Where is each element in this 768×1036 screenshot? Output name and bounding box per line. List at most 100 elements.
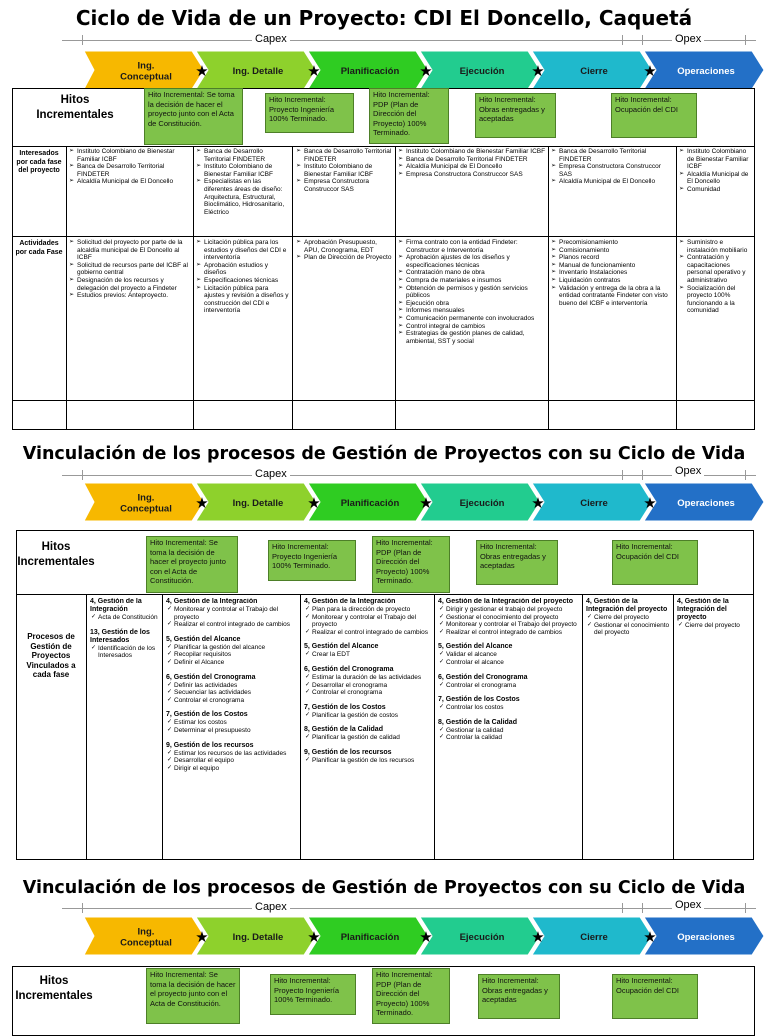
phase-label: Planificación: [341, 66, 400, 77]
process-group: 8, Gestión de la CalidadGestionar la cal…: [438, 719, 580, 742]
capex-line: [62, 40, 632, 41]
process-group: 4, Gestión de la Integración del proyect…: [586, 598, 670, 637]
list-item: Alcaldía Municipal de El Doncello: [69, 178, 191, 186]
capex-label: Capex: [252, 901, 290, 913]
phase-chevron: Cierre: [531, 50, 653, 90]
milestone-box: Hito Incremental: PDP (Plan de Dirección…: [369, 88, 449, 144]
list-item: Alcaldía Municipal de El Doncello: [398, 163, 546, 171]
process-group: 9, Gestión de los recursosPlanificar la …: [304, 749, 432, 765]
list-item: Comunidad: [679, 186, 753, 194]
capex-label: Capex: [252, 468, 290, 480]
milestone-box: Hito Incremental: Se toma la decisión de…: [146, 968, 240, 1024]
process-item: Realizar el control integrado de cambios: [438, 629, 580, 637]
process-item: Gestionar el conocimiento del proyecto: [586, 622, 670, 637]
list-item: Licitación pública para los estudios y d…: [196, 239, 290, 262]
star-icon: ★: [419, 494, 432, 512]
process-group: 5, Gestión del AlcanceCrear la EDT: [304, 643, 432, 659]
process-item: Cierre del proyecto: [586, 614, 670, 622]
table-cell: Instituto Colombiano de Bienestar Famili…: [398, 148, 546, 178]
process-item: Gestionar el conocimiento del proyecto: [438, 614, 580, 622]
process-heading: 6, Gestión del Cronograma: [438, 673, 528, 681]
star-icon: ★: [195, 494, 208, 512]
section-title: Vinculación de los procesos de Gestión d…: [22, 878, 746, 898]
star-icon: ★: [307, 62, 320, 80]
process-item: Dirigir y gestionar el trabajo del proye…: [438, 606, 580, 614]
hitos-label: Hitos Incrementales: [17, 541, 95, 568]
process-group: 6, Gestión del CronogramaDefinir las act…: [166, 674, 298, 705]
list-item: Banca de Desarrollo Territorial FINDETER: [196, 148, 290, 163]
star-icon: ★: [531, 62, 544, 80]
process-item: Acta de Constitución: [90, 614, 160, 622]
process-group: 13, Gestión de los InteresadosIdentifica…: [90, 629, 160, 660]
list-item: Comisionamiento: [551, 247, 675, 255]
process-item: Estimar los costos: [166, 719, 298, 727]
process-heading: 4, Gestión de la Integración: [304, 598, 396, 605]
phase-chevron: Ejecución: [419, 916, 541, 956]
process-group: 6, Gestión del CronogramaControlar el cr…: [438, 674, 580, 690]
list-item: Alcaldía Municipal de El Doncello: [551, 178, 675, 186]
phase-label: Ing. Detalle: [233, 932, 284, 943]
process-item: Planificar la gestión del alcance: [166, 644, 298, 652]
table-cell: Licitación pública para los estudios y d…: [196, 239, 290, 315]
process-item: Secuenciar las actividades: [166, 689, 298, 697]
panel-lifecycle: Ciclo de Vida de un Proyecto: CDI El Don…: [0, 0, 768, 432]
list-item: Contratación y capacitaciones personal o…: [679, 254, 753, 284]
list-item: Precomisionamiento: [551, 239, 675, 247]
process-heading: 13, Gestión de los Interesados: [90, 628, 150, 644]
list-item: Estrategias de gestión planes de calidad…: [398, 330, 546, 345]
phase-label: Conceptual: [120, 938, 172, 949]
process-heading: 8, Gestión de la Calidad: [438, 718, 517, 726]
process-heading: 9, Gestión de los recursos: [166, 741, 254, 749]
list-item: Banca de Desarrollo Territorial FINDETER: [296, 148, 393, 163]
list-item: Validación y entrega de la obra a la ent…: [551, 285, 675, 308]
process-group: 6, Gestión del CronogramaEstimar la dura…: [304, 666, 432, 697]
list-item: Solicitud del proyecto por parte de la a…: [69, 239, 191, 262]
process-group: 4, Gestión de la IntegraciónPlan para la…: [304, 598, 432, 636]
process-cell: 4, Gestión de la Integración del proyect…: [677, 598, 751, 637]
list-item: Licitación pública para ajustes y revisi…: [196, 285, 290, 315]
milestone-box: Hito Incremental: Obras entregadas y ace…: [478, 974, 560, 1019]
capex-label: Capex: [252, 33, 290, 45]
list-item: Instituto Colombiano de Bienestar Famili…: [196, 163, 290, 178]
list-item: Empresa Constructora Construccor SAS: [296, 178, 393, 193]
star-icon: ★: [643, 494, 656, 512]
opex-label: Opex: [672, 465, 705, 477]
list-item: Comunicación permanente con involucrados: [398, 315, 546, 323]
list-item: Suministro e instalación mobiliario: [679, 239, 753, 254]
phase-label: Ing. Detalle: [233, 498, 284, 509]
milestone-box: Hito Incremental: Proyecto Ingeniería 10…: [270, 974, 356, 1015]
process-group: 4, Gestión de la IntegraciónMonitorear y…: [166, 598, 298, 629]
process-item: Controlar el cronograma: [166, 697, 298, 705]
phase-chevron: Operaciones: [643, 50, 765, 90]
list-item: Socialización del proyecto 100% funciona…: [679, 285, 753, 315]
process-heading: 7, Gestión de los Costos: [166, 711, 248, 719]
phase-label: Ejecución: [460, 932, 505, 943]
opex-label: Opex: [672, 33, 705, 45]
process-item: Dirigir el equipo: [166, 765, 298, 773]
list-item: Aprobación ajustes de los diseños y espe…: [398, 254, 546, 269]
process-item: Monitorear y controlar el Trabajo del pr…: [304, 614, 432, 629]
process-cell: 4, Gestión de la Integración del proyect…: [438, 598, 580, 749]
process-item: Determinar el presupuesto: [166, 727, 298, 735]
phase-chevron: Ejecución: [419, 482, 541, 522]
list-item: Compra de materiales e insumos: [398, 277, 546, 285]
list-item: Alcaldía Municipal de El Doncello: [679, 171, 753, 186]
process-item: Controlar el alcance: [438, 659, 580, 667]
process-heading: 7, Gestión de los Costos: [438, 696, 520, 704]
process-item: Crear la EDT: [304, 651, 432, 659]
panel-process-linkage-repeat: Vinculación de los procesos de Gestión d…: [0, 866, 768, 1036]
process-item: Desarrollar el cronograma: [304, 682, 432, 690]
table-cell: Suministro e instalación mobiliarioContr…: [679, 239, 753, 315]
phase-label: Cierre: [580, 932, 607, 943]
milestone-box: Hito Incremental: Se toma la decisión de…: [146, 536, 238, 593]
list-item: Estudios previos: Anteproyecto.: [69, 292, 191, 300]
process-heading: 5, Gestión del Alcance: [304, 643, 379, 651]
process-group: 7, Gestión de los CostosPlanificar la ge…: [304, 704, 432, 720]
phase-chevron: Ing. Detalle: [195, 482, 317, 522]
phase-chevron: Operaciones: [643, 482, 765, 522]
phase-label: Operaciones: [677, 498, 735, 509]
process-item: Estimar la duración de las actividades: [304, 674, 432, 682]
phase-chevron: Ing.Conceptual: [84, 916, 205, 956]
